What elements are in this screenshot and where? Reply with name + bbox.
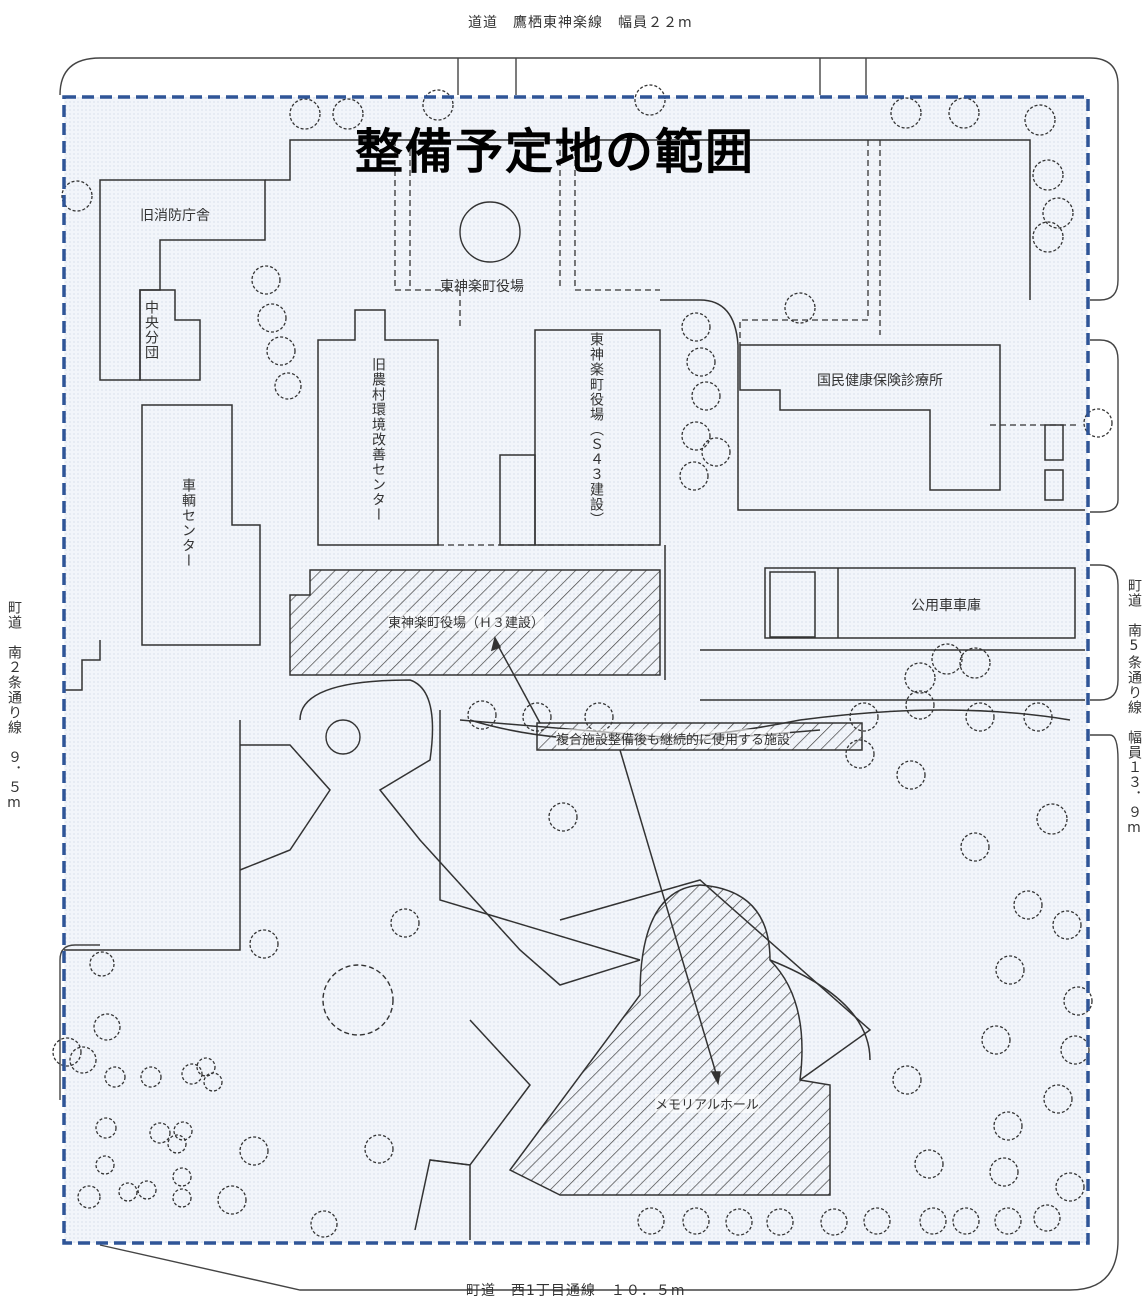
round-features — [322, 201, 521, 1036]
road-label-left: 町道 南２条通り線 ９．５m — [6, 600, 22, 812]
label-clinic: 国民健康保険診療所 — [817, 373, 943, 389]
label-garage: 公用車車庫 — [911, 598, 981, 614]
label-town-office-h3: 東神楽町役場（Ｈ３建設） — [388, 612, 545, 631]
label-vehicle-center: 車輌センター — [180, 478, 196, 568]
road-label-right: 町道 南5条通り線 幅員１３．９m — [1126, 578, 1142, 837]
trees — [52, 84, 1113, 1238]
label-old-fire-station: 旧消防庁舎 — [140, 208, 210, 224]
label-old-env-center: 旧農村環境改善センター — [370, 357, 386, 522]
road-label-top: 道道 鷹栖東神楽線 幅員２２m — [468, 15, 693, 31]
leader-arrows — [490, 635, 721, 1086]
label-town-office: 東神楽町役場 — [440, 279, 524, 295]
label-central-branch: 中央分団 — [143, 300, 159, 360]
page-title: 整備予定地の範囲 — [355, 124, 756, 180]
planned-site-boundary — [62, 95, 1090, 1245]
dashed-lines — [394, 140, 1080, 546]
label-town-office-s43: 東神楽町役場（Ｓ４３建設） — [588, 332, 604, 527]
road-label-bottom: 町道 西1丁目通線 １０．５m — [466, 1283, 686, 1299]
road-curbs — [59, 57, 1119, 1291]
label-memorial-hall: メモリアルホール — [655, 1094, 759, 1113]
continued-use-areas — [289, 569, 863, 1196]
legend-continued-use: 複合施設整備後も継続的に使用する施設 — [556, 729, 791, 748]
